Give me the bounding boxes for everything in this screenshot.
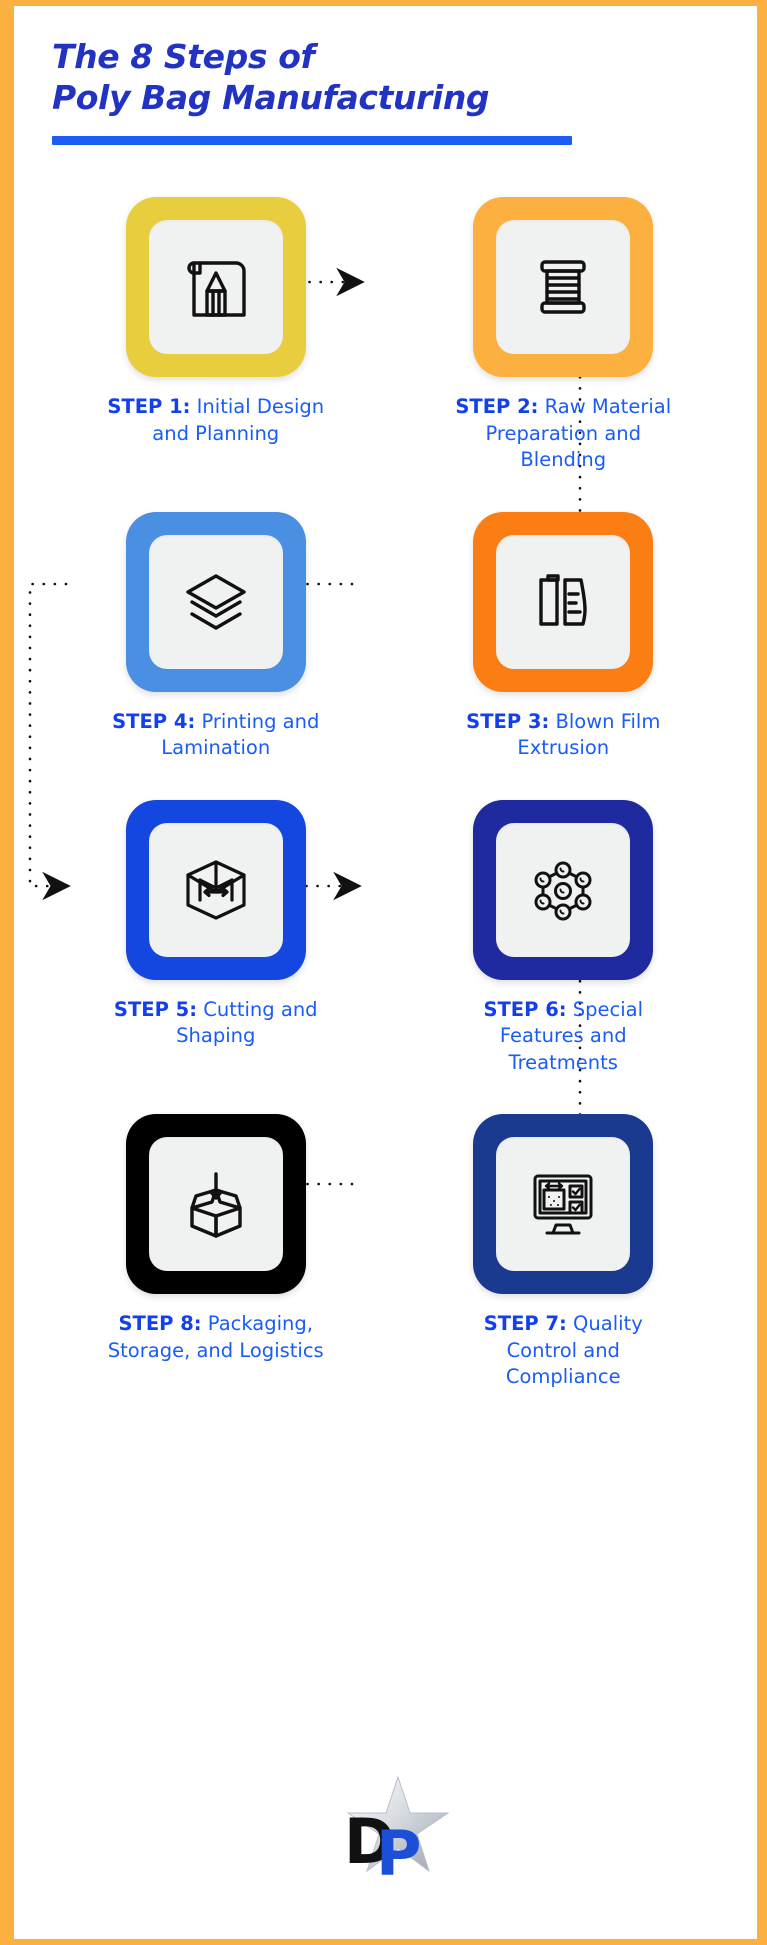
step-7-number: STEP 7:	[483, 1312, 567, 1335]
step-7-icon-tile	[496, 1137, 631, 1271]
row-spacer-4	[390, 762, 738, 800]
step-card-4[interactable]: STEP 4: Printing and Lamination	[42, 511, 390, 762]
step-1-icon-tile	[148, 220, 283, 354]
steps-grid: STEP 1: Initial Design and Planning	[14, 197, 757, 1391]
step-4-number: STEP 4:	[112, 709, 196, 733]
stacked-layers-icon	[186, 573, 246, 630]
star-shape	[345, 1775, 450, 1873]
step-7-caption: STEP 7: Quality Control and Compliance	[448, 1311, 678, 1391]
step-5-number: STEP 5:	[113, 997, 198, 1021]
step-8-text: Packaging, Storage, and Logistics	[107, 1312, 324, 1362]
logo-letter-p: P	[376, 1817, 421, 1883]
thread-spool-icon	[540, 260, 586, 314]
step-2-number: STEP 2:	[455, 395, 539, 418]
title-underline-rule	[52, 136, 572, 145]
row-spacer-6	[390, 1076, 738, 1114]
page-title: The 8 Steps of Poly Bag Manufacturing	[52, 36, 757, 118]
step-3-icon-tile	[496, 534, 631, 669]
step-8-icon-tile	[148, 1137, 283, 1271]
cube-resize-icon	[186, 859, 246, 920]
step-8-caption: STEP 8: Packaging, Storage, and Logistic…	[101, 1311, 331, 1364]
step-3-card-frame	[473, 511, 654, 692]
infographic-canvas: The 8 Steps of Poly Bag Manufacturing	[14, 6, 757, 1939]
step-7-text: Quality Control and Compliance	[505, 1312, 643, 1388]
step-6-caption: STEP 6: Special Features and Treatments	[448, 997, 678, 1077]
step-2-caption: STEP 2: Raw Material Preparation and Ble…	[448, 394, 678, 474]
step-5-card-frame	[125, 799, 306, 980]
quality-monitor-icon	[533, 1174, 593, 1235]
step-7-card-frame	[473, 1114, 654, 1294]
row-spacer-2	[390, 474, 738, 512]
logo-letter-d: D	[344, 1805, 395, 1878]
step-card-2[interactable]: STEP 2: Raw Material Preparation and Ble…	[390, 197, 738, 474]
film-extrusion-icon	[539, 573, 587, 626]
molecule-icon	[534, 861, 592, 920]
step-card-7[interactable]: STEP 7: Quality Control and Compliance	[390, 1114, 738, 1391]
header: The 8 Steps of Poly Bag Manufacturing	[14, 6, 757, 145]
row-spacer-5	[42, 1076, 390, 1114]
step-4-caption: STEP 4: Printing and Lamination	[101, 709, 331, 762]
step-card-3[interactable]: STEP 3: Blown Film Extrusion	[390, 511, 738, 762]
title-line-1: The 8 Steps of	[52, 37, 315, 76]
step-5-caption: STEP 5: Cutting and Shaping	[101, 997, 331, 1050]
step-1-text: Initial Design and Planning	[152, 395, 325, 445]
step-6-number: STEP 6:	[483, 997, 567, 1021]
step-2-card-frame	[473, 197, 654, 377]
step-4-icon-tile	[148, 534, 283, 669]
row-spacer-1	[42, 474, 390, 512]
step-1-card-frame	[125, 197, 306, 377]
row-spacer-3	[42, 762, 390, 800]
step-5-icon-tile	[148, 822, 283, 957]
step-1-caption: STEP 1: Initial Design and Planning	[101, 394, 331, 447]
step-8-number: STEP 8:	[118, 1312, 202, 1335]
step-8-card-frame	[125, 1114, 306, 1294]
dp-star-logo: D P	[344, 1775, 450, 1883]
step-5-text: Cutting and Shaping	[176, 997, 318, 1048]
step-card-1[interactable]: STEP 1: Initial Design and Planning	[42, 197, 390, 474]
step-3-number: STEP 3:	[466, 709, 550, 733]
document-pencil-icon	[187, 261, 246, 317]
footer: D P	[14, 1771, 757, 1883]
step-3-text: Blown Film Extrusion	[517, 709, 661, 760]
step-4-text: Printing and Lamination	[161, 709, 320, 760]
step-3-caption: STEP 3: Blown Film Extrusion	[448, 709, 678, 762]
step-6-icon-tile	[496, 822, 631, 957]
step-card-8[interactable]: STEP 8: Packaging, Storage, and Logistic…	[42, 1114, 390, 1391]
step-card-6[interactable]: STEP 6: Special Features and Treatments	[390, 799, 738, 1077]
open-box-icon	[190, 1172, 242, 1238]
step-2-icon-tile	[496, 220, 631, 354]
step-1-number: STEP 1:	[107, 395, 191, 418]
step-card-5[interactable]: STEP 5: Cutting and Shaping	[42, 799, 390, 1077]
step-4-card-frame	[125, 511, 306, 692]
step-6-card-frame	[473, 799, 654, 980]
title-line-2: Poly Bag Manufacturing	[52, 78, 490, 117]
